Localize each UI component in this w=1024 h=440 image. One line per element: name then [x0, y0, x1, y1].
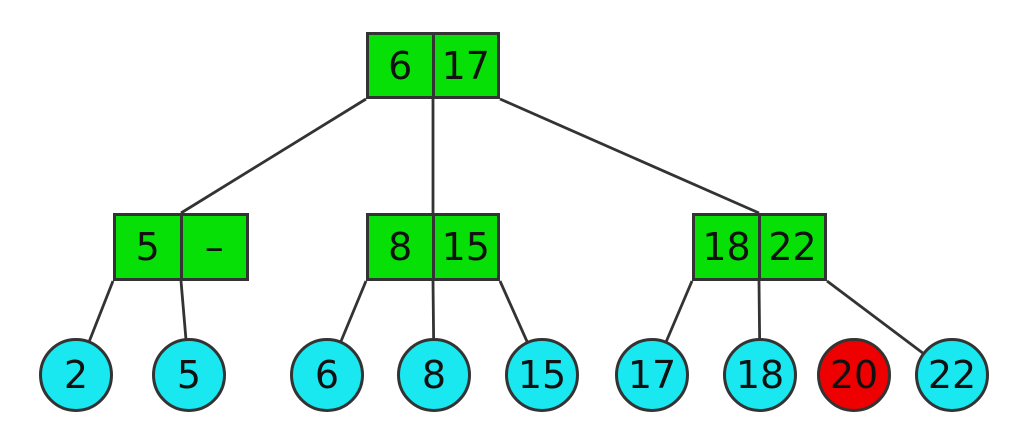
internal-node-left: 5 –: [113, 213, 249, 281]
node-key: 18: [695, 216, 761, 278]
node-key: 5: [116, 216, 183, 278]
leaf-node-22: 22: [915, 338, 989, 412]
leaf-node-2: 2: [39, 338, 113, 412]
internal-node-middle: 8 15: [366, 213, 500, 281]
node-key: 8: [369, 216, 435, 278]
leaf-node-20-highlighted: 20: [817, 338, 891, 412]
node-key: 22: [768, 225, 817, 269]
node-key-empty: –: [204, 225, 224, 269]
leaf-node-5: 5: [152, 338, 226, 412]
leaf-node-15: 15: [505, 338, 579, 412]
node-key: 15: [441, 225, 490, 269]
internal-node-root: 6 17: [366, 32, 500, 99]
internal-node-right: 18 22: [692, 213, 827, 281]
leaf-node-17: 17: [615, 338, 689, 412]
edge-root-right: [499, 97, 760, 215]
node-key: 17: [441, 43, 490, 88]
leaf-node-18: 18: [723, 338, 797, 412]
edge-root-left: [180, 97, 367, 215]
leaf-node-8: 8: [397, 338, 471, 412]
node-key: 6: [369, 35, 435, 96]
leaf-node-6: 6: [290, 338, 364, 412]
